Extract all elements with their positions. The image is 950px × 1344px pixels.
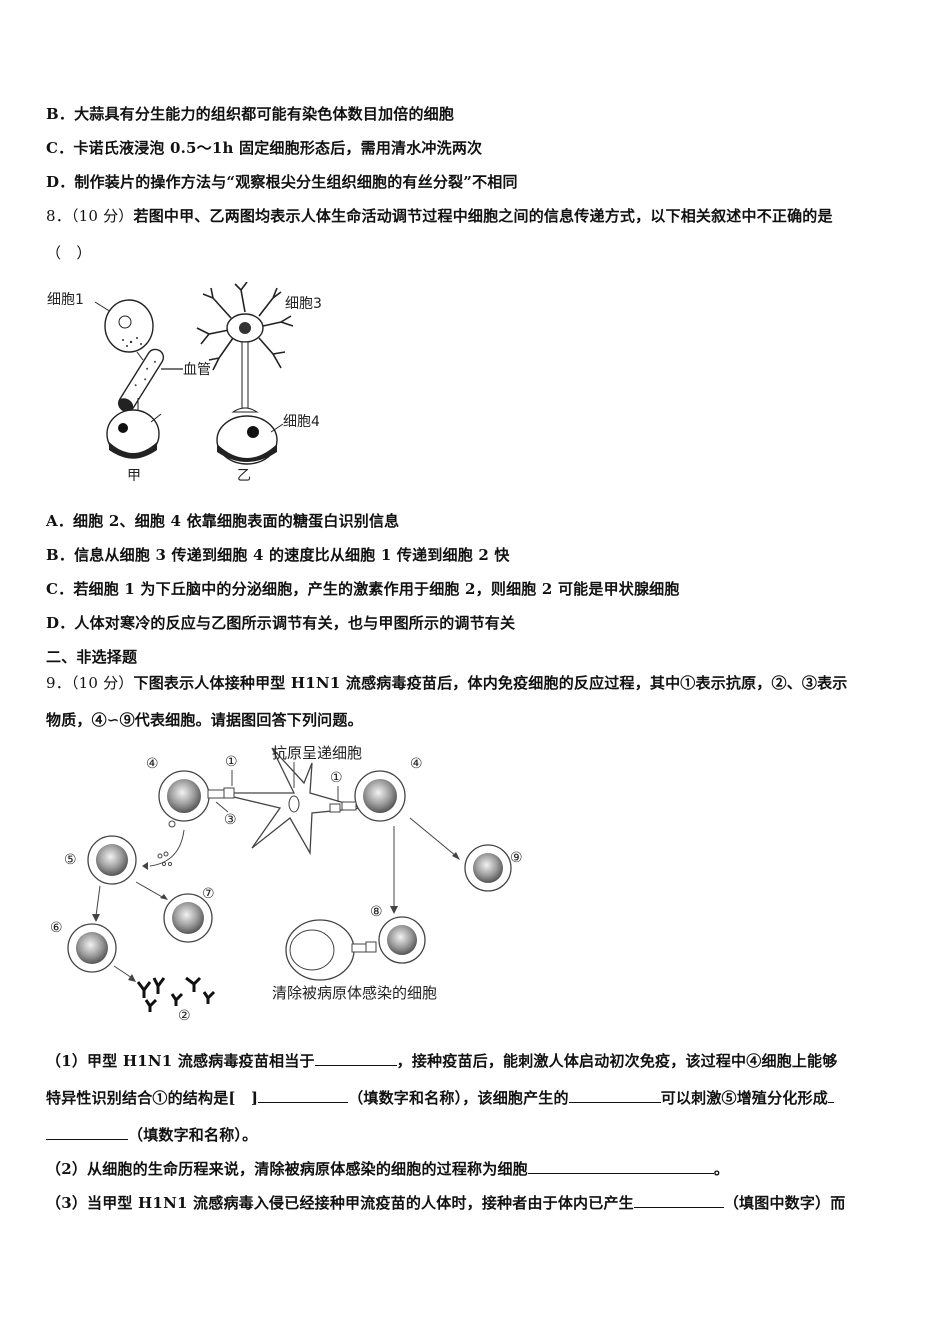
answer-blank-5[interactable] <box>527 1159 714 1174</box>
q8-option-c: C．若细胞 1 为下丘脑中的分泌细胞，产生的激素作用于细胞 2，则细胞 2 可能… <box>46 580 680 598</box>
q9-stem-line1: 9．（10 分）下图表示人体接种甲型 H1N1 流感病毒疫苗后，体内免疫细胞的反… <box>46 672 848 693</box>
cell4-shape <box>216 415 278 465</box>
q9-sub2: （2）从细胞的生命历程来说，清除被病原体感染的细胞的过程称为细胞 。 <box>46 1158 729 1179</box>
q9-stem-text: 下图表示人体接种甲型 H1N1 流感病毒疫苗后，体内免疫细胞的反应过程，其中①表… <box>133 674 848 692</box>
q9-immune-figure: 抗原呈递细胞 ④ ① ③ ④ ① ⑨ ⑧ <box>50 744 523 1024</box>
label-cell3: 细胞3 <box>285 296 322 312</box>
label-n7: ⑦ <box>202 886 215 902</box>
q9-sub1-line3: （填数字和名称）。 <box>46 1124 257 1145</box>
q9-number: 9．（10 分） <box>46 674 134 692</box>
label-n6: ⑥ <box>50 920 63 936</box>
label-vessel: 血管 <box>183 362 211 378</box>
q9-sub1-text-c: 特异性识别结合①的结构是[ ] <box>46 1089 259 1107</box>
neuron-cell3-shape <box>196 282 294 371</box>
label-n9: ⑨ <box>510 850 523 866</box>
q9-sub3-end: （填图中数字）而 <box>723 1194 846 1212</box>
answer-blank-2[interactable] <box>258 1088 349 1103</box>
section-title: 二、非选择题 <box>46 648 138 666</box>
answer-blank-3[interactable] <box>568 1088 661 1103</box>
label-n1-right: ① <box>330 770 343 786</box>
q9-sub1-text-d: （填数字和名称），该细胞产生的 <box>348 1089 569 1107</box>
q9-sub1-line2: 特异性识别结合①的结构是[ ] （填数字和名称），该细胞产生的 可以刺激⑤增殖分化形… <box>46 1087 834 1108</box>
answer-blank-6[interactable] <box>633 1193 724 1208</box>
q9-sub1-text-a: （1）甲型 H1N1 流感病毒疫苗相当于 <box>46 1052 315 1070</box>
q8-number: 8．（10 分） <box>46 207 134 225</box>
q8-stem-text: 若图中甲、乙两图均表示人体生命活动调节过程中细胞之间的信息传递方式，以下相关叙述… <box>133 207 833 225</box>
blood-vessel-shape <box>118 348 165 412</box>
label-jia: 甲 <box>127 468 141 484</box>
q8-figure: 细胞1 血管 甲 细胞3 细胞4 乙 <box>47 282 322 484</box>
label-n4-left: ④ <box>146 756 159 772</box>
label-cell1: 细胞1 <box>47 292 84 308</box>
antibodies-shape <box>136 976 216 1012</box>
answer-blank-4a[interactable] <box>827 1088 834 1103</box>
q9-sub1-text-e: 可以刺激⑤增殖分化形成 <box>660 1089 828 1107</box>
answer-blank-4b[interactable] <box>46 1125 128 1140</box>
q9-sub1-text-b: ，接种疫苗后，能刺激人体启动初次免疫，该过程中④细胞上能够 <box>396 1052 838 1070</box>
q7-option-d: D．制作装片的操作方法与“观察根尖分生组织细胞的有丝分裂”不相同 <box>46 173 518 191</box>
label-yi: 乙 <box>237 468 251 484</box>
label-n2: ② <box>178 1008 191 1024</box>
q8-option-d: D．人体对寒冷的反应与乙图所示调节有关，也与甲图所示的调节有关 <box>46 614 516 632</box>
q9-sub2-text: （2）从细胞的生命历程来说，清除被病原体感染的细胞的过程称为细胞 <box>46 1160 528 1178</box>
q9-sub1-line1: （1）甲型 H1N1 流感病毒疫苗相当于 ，接种疫苗后，能刺激人体启动初次免疫，该… <box>46 1050 837 1071</box>
q8-option-a: A．细胞 2、细胞 4 依靠细胞表面的糖蛋白识别信息 <box>46 512 400 530</box>
label-n1-left: ① <box>225 754 238 770</box>
label-n8: ⑧ <box>370 904 383 920</box>
label-n3: ③ <box>224 812 237 828</box>
q9-sub3-text: （3）当甲型 H1N1 流感病毒入侵已经接种甲流疫苗的人体时，接种者由于体内已产… <box>46 1194 634 1212</box>
q7-option-b: B．大蒜具有分生能力的组织都可能有染色体数目加倍的细胞 <box>46 105 455 123</box>
label-n5: ⑤ <box>64 852 77 868</box>
label-clear: 清除被病原体感染的细胞 <box>272 984 437 1002</box>
q8-stem: 8．（10 分）若图中甲、乙两图均表示人体生命活动调节过程中细胞之间的信息传递方… <box>46 205 833 226</box>
q8-answer-paren: （ ） <box>46 244 92 262</box>
q9-sub2-end: 。 <box>713 1160 730 1178</box>
label-cell4: 细胞4 <box>283 414 320 430</box>
q8-option-b: B．信息从细胞 3 传递到细胞 4 的速度比从细胞 1 传递到细胞 2 快 <box>46 546 510 564</box>
label-apc: 抗原呈递细胞 <box>272 744 362 762</box>
q9-stem-line2: 物质，④∽⑨代表细胞。请据图回答下列问题。 <box>46 711 363 729</box>
label-n4-right: ④ <box>410 756 423 772</box>
q7-option-c: C．卡诺氏液浸泡 0.5～1h 固定细胞形态后，需用清水冲洗两次 <box>46 139 483 157</box>
answer-blank-1[interactable] <box>314 1051 397 1066</box>
q9-sub1-text-f: （填数字和名称）。 <box>128 1126 258 1144</box>
q9-sub3: （3）当甲型 H1N1 流感病毒入侵已经接种甲流疫苗的人体时，接种者由于体内已产… <box>46 1192 845 1213</box>
